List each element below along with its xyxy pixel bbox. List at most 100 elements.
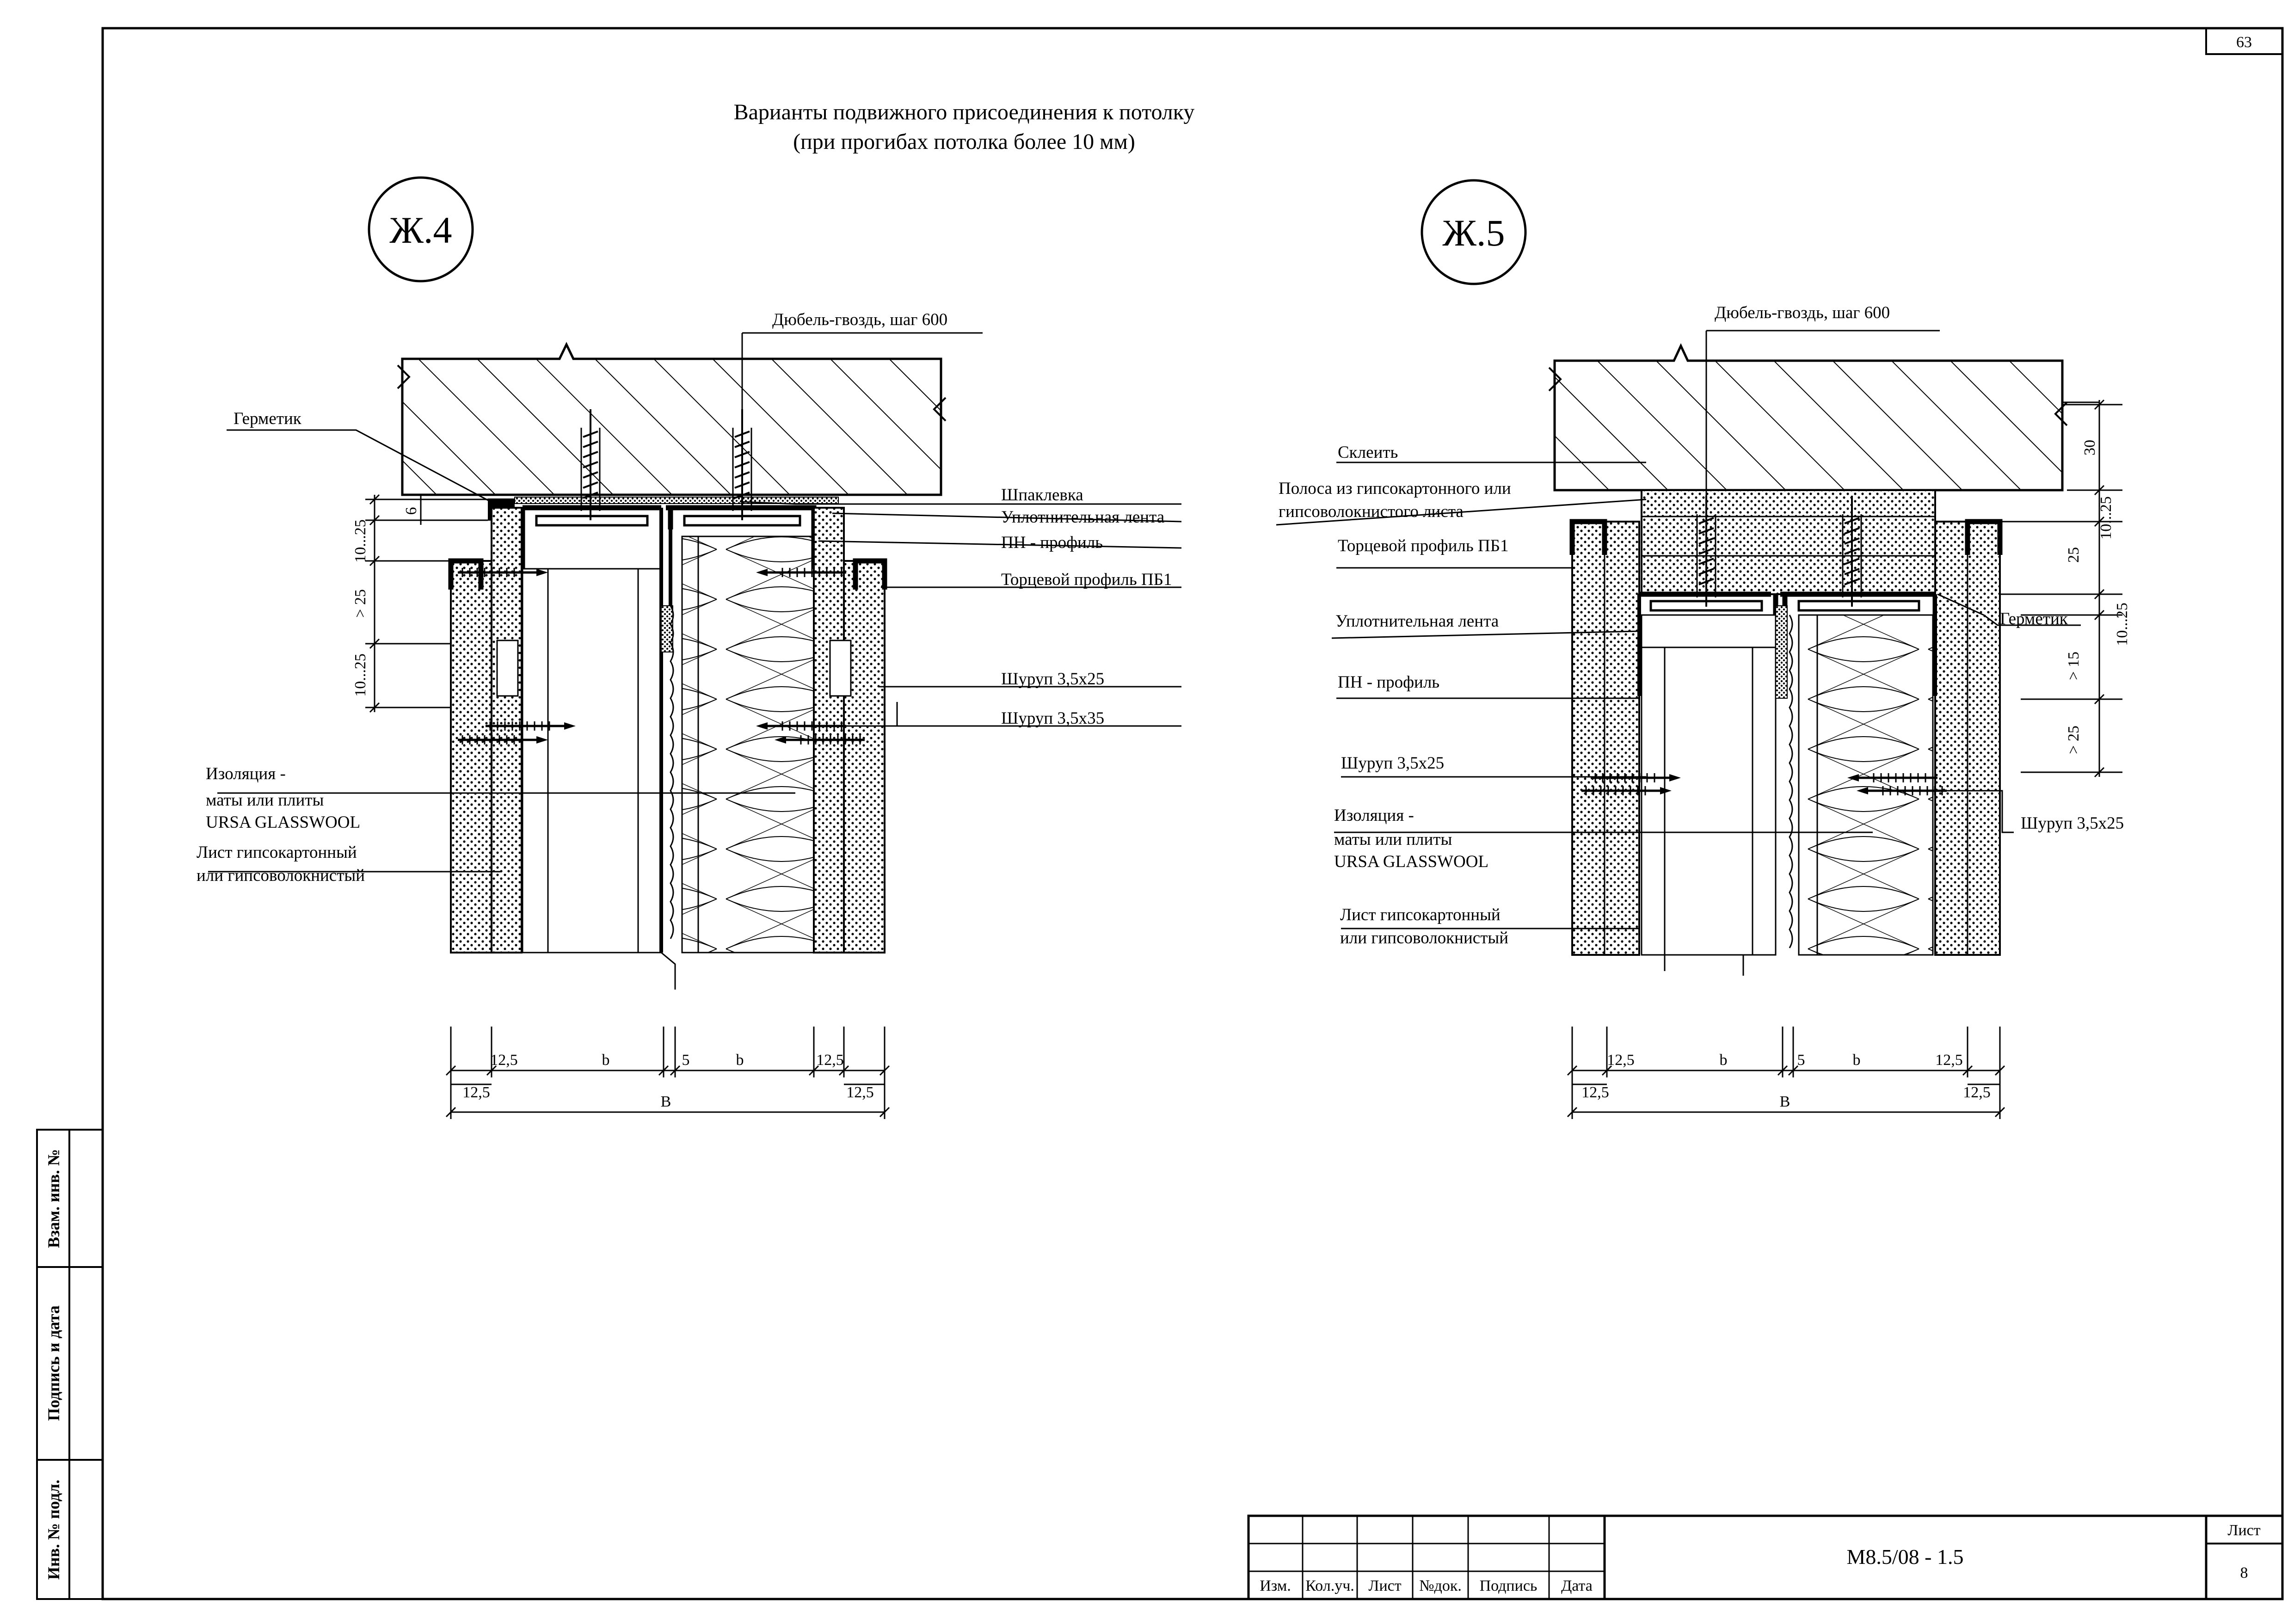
tb-sheet-label: Лист	[2227, 1522, 2260, 1539]
hdim-j4-b1: b	[602, 1052, 610, 1069]
hdim-j5-d1: 12,5	[1607, 1052, 1635, 1069]
label-board1-j5: Лист гипсокартонный	[1340, 905, 1501, 924]
ceiling-slab-j5	[1553, 343, 2064, 492]
label-seal-tape-j5: Уплотнительная лента	[1335, 612, 1499, 631]
vdim-j5-1: 30	[2081, 440, 2098, 455]
vdim-j4-2: 10...25	[352, 519, 369, 563]
label-end-profile-j4: Торцевой профиль ПБ1	[1001, 570, 1172, 589]
vdim-j4-4: 10...25	[352, 653, 369, 697]
tb-col-signature: Подпись	[1480, 1577, 1538, 1594]
hdim-j4-total: B	[661, 1093, 671, 1110]
tb-col-docno: №док.	[1419, 1577, 1462, 1594]
hdim-j5-d4: 12,5	[1963, 1084, 1991, 1101]
hdim-j4-d1: 12,5	[490, 1052, 518, 1069]
label-insulation1-j5: Изоляция -	[1334, 806, 1414, 825]
stamp-field-original-inv: Инв. № подл.	[44, 1480, 63, 1580]
gypsum-strip-j5	[1641, 489, 1936, 595]
detail-j5-tag: Ж.5	[1443, 212, 1505, 254]
detail-j4-tag-circle	[368, 176, 474, 283]
putty-strip-j4	[514, 497, 839, 504]
board-j4-right-outer	[843, 560, 886, 953]
page-number: 63	[2236, 34, 2252, 51]
label-dowel-j5: Дюбель-гвоздь, шаг 600	[1715, 303, 1890, 322]
hdim-j5-d2: 12,5	[1935, 1052, 1963, 1069]
label-pn-profile-j4: ПН - профиль	[1001, 533, 1103, 552]
hdims-j5	[1567, 1027, 2005, 1119]
vdim-j4-3: > 25	[352, 589, 369, 618]
label-insulation1-j4: Изоляция -	[206, 764, 286, 783]
detail-j5: Ж.5	[1276, 179, 2131, 1119]
leaders-j4	[208, 332, 1182, 873]
label-screw-right-j5: Шуруп 3,5х25	[2021, 814, 2124, 833]
label-insulation2-j5: маты или плиты	[1334, 830, 1452, 849]
label-glue-j5: Склеить	[1338, 443, 1398, 462]
side-stamp: Взам. инв. № Подпись и дата Инв. № подл.	[36, 1129, 104, 1600]
board-j4-left-outer	[450, 560, 492, 953]
detail-j4-tag: Ж.4	[390, 209, 452, 251]
vdims-j4	[365, 494, 488, 713]
tb-col-date: Дата	[1561, 1577, 1593, 1594]
label-board2-j4: или гипсоволокнистый	[197, 866, 365, 885]
hdim-j5-d5: 5	[1797, 1052, 1805, 1069]
board-j4-left-inner	[491, 507, 523, 953]
label-board1-j4: Лист гипсокартонный	[197, 843, 357, 862]
label-strip2-j5: гипсоволокнистого листа	[1279, 502, 1464, 521]
ceiling-slab-j4	[401, 342, 942, 496]
label-screw35-j4: Шуруп 3,5х35	[1001, 709, 1104, 728]
end-profile-j4-left	[448, 558, 484, 590]
hdim-j5-total: B	[1780, 1093, 1790, 1110]
drawing-title-line2: (при прогибах потолка более 10 мм)	[793, 129, 1135, 154]
tb-col-sheet: Лист	[1368, 1577, 1401, 1594]
end-profile-j5-left	[1569, 519, 1607, 555]
vdim-j4-1: 6	[403, 507, 420, 515]
hdim-j4-d2: 12,5	[816, 1052, 844, 1069]
label-dowel-j4: Дюбель-гвоздь, шаг 600	[772, 310, 947, 329]
label-insulation2-j4: маты или плиты	[206, 791, 324, 810]
document-code: М8.5/08 - 1.5	[1847, 1545, 1964, 1569]
vdim-j5-4: 10...25	[2114, 603, 2131, 646]
label-pn-profile-j5: ПН - профиль	[1338, 673, 1439, 692]
hdim-j5-b1: b	[1720, 1052, 1728, 1069]
label-seal-tape-j4: Уплотнительная лента	[1001, 508, 1164, 527]
tb-sheet-number: 8	[2240, 1564, 2248, 1581]
label-sealant-j5: Герметик	[2000, 609, 2068, 628]
label-end-profile-j5: Торцевой профиль ПБ1	[1338, 536, 1508, 555]
drawing-frame: 63	[101, 27, 2284, 1600]
insulation-j5	[1798, 614, 1934, 956]
leaders-j5	[1276, 330, 2081, 929]
hdim-j4-b2: b	[736, 1052, 744, 1069]
drawing-title-line1: Варианты подвижного присоединения к пото…	[734, 100, 1195, 124]
vdim-j5-5: > 15	[2065, 652, 2082, 680]
detail-j4: Ж.4	[197, 176, 1182, 1119]
label-putty-j4: Шпаклевка	[1001, 486, 1083, 504]
insulation-j4	[681, 535, 815, 953]
vdim-j5-2: 10...25	[2097, 496, 2115, 540]
stamp-field-replace-inv: Взам. инв. №	[44, 1149, 63, 1248]
hdim-j4-d5: 5	[682, 1052, 690, 1069]
vdim-j5-6: > 25	[2065, 726, 2082, 754]
label-sealant-j4: Герметик	[234, 409, 302, 428]
label-screw-left-j5: Шуруп 3,5х25	[1341, 754, 1444, 773]
end-profile-j4-right	[853, 558, 887, 590]
hdim-j4-d4: 12,5	[846, 1084, 874, 1101]
hdim-j4-d3: 12,5	[462, 1084, 490, 1101]
title-block: Изм. Кол.уч. Лист №док. Подпись Дата М8.…	[1247, 1514, 2284, 1600]
label-strip1-j5: Полоса из гипсокартонного или	[1279, 479, 1511, 498]
label-screw25-j4: Шуруп 3,5х25	[1001, 670, 1104, 689]
label-board2-j5: или гипсоволокнистый	[1340, 929, 1508, 947]
tb-col-qty: Кол.уч.	[1305, 1577, 1354, 1594]
vdim-j5-3: 25	[2065, 547, 2082, 563]
hdim-j5-b2: b	[1853, 1052, 1861, 1069]
detail-j5-tag-circle	[1421, 179, 1527, 285]
stamp-field-signature-date: Подпись и дата	[44, 1305, 63, 1421]
label-insulation3-j5: URSA GLASSWOOL	[1334, 852, 1488, 871]
label-insulation3-j4: URSA GLASSWOOL	[206, 813, 360, 832]
tb-col-rev: Изм.	[1260, 1577, 1291, 1594]
vdims-j5	[2000, 399, 2122, 778]
end-profile-j5-right	[1965, 519, 2003, 555]
hdim-j5-d3: 12,5	[1581, 1084, 1609, 1101]
hdims-j4	[445, 1027, 890, 1119]
board-j4-right-inner	[813, 507, 845, 953]
